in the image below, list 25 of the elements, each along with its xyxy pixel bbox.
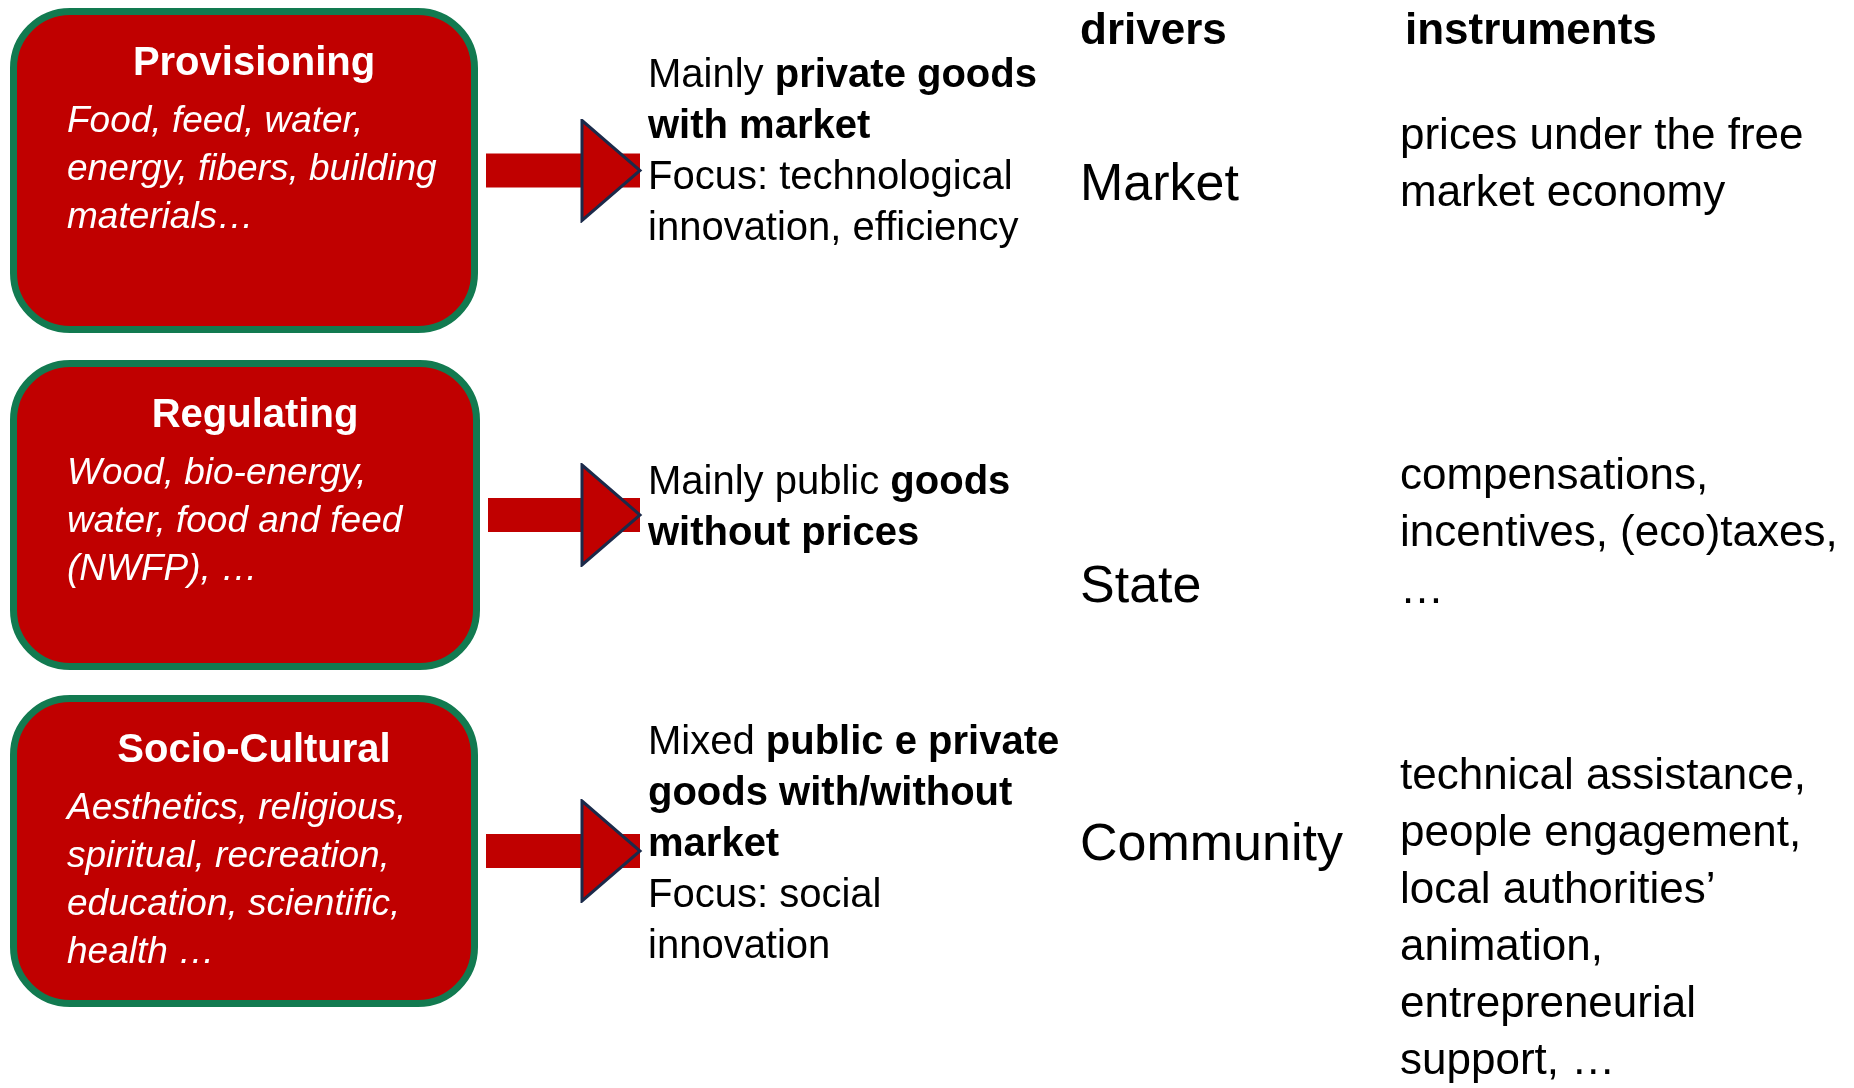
box-description: Aesthetics, religious, spiritual, recreation, education, scientific, health … — [67, 785, 408, 973]
arrow — [488, 463, 642, 567]
column-header: drivers — [1080, 3, 1228, 55]
box-title: Regulating — [150, 391, 360, 436]
instrument-text: compensations, incentives, (eco)taxes, … — [1400, 448, 1839, 614]
driver-label: Market — [1080, 152, 1240, 213]
box-description: Food, feed, water, energy, fibers, building materials… — [67, 98, 438, 238]
goods-description: Mainly public goods without prices — [648, 457, 1012, 555]
goods-description: Focus: technological innovation, efficiency — [648, 152, 1020, 250]
instrument-text: technical assistance, people engagement, local authorities’ animation, entrepreneurial support, … — [1400, 748, 1807, 1085]
arrow — [486, 799, 642, 903]
instrument-text: prices under the free market economy — [1400, 108, 1805, 217]
goods-description: Mainly private goods with market — [648, 50, 1038, 148]
driver-label: State — [1080, 554, 1203, 615]
box-title: Provisioning — [131, 39, 377, 84]
driver-label: Community — [1080, 812, 1344, 873]
service-box — [10, 695, 478, 1007]
service-box — [10, 360, 480, 670]
goods-description: Mixed public e private goods with/without market — [648, 717, 1061, 866]
service-box — [10, 8, 478, 333]
box-title: Socio-Cultural — [116, 726, 392, 771]
arrow — [486, 119, 642, 222]
box-description: Wood, bio-energy, water, food and feed (NWFP), … — [67, 450, 405, 590]
column-header: instruments — [1405, 3, 1658, 55]
goods-description: Focus: social innovation — [648, 870, 883, 968]
